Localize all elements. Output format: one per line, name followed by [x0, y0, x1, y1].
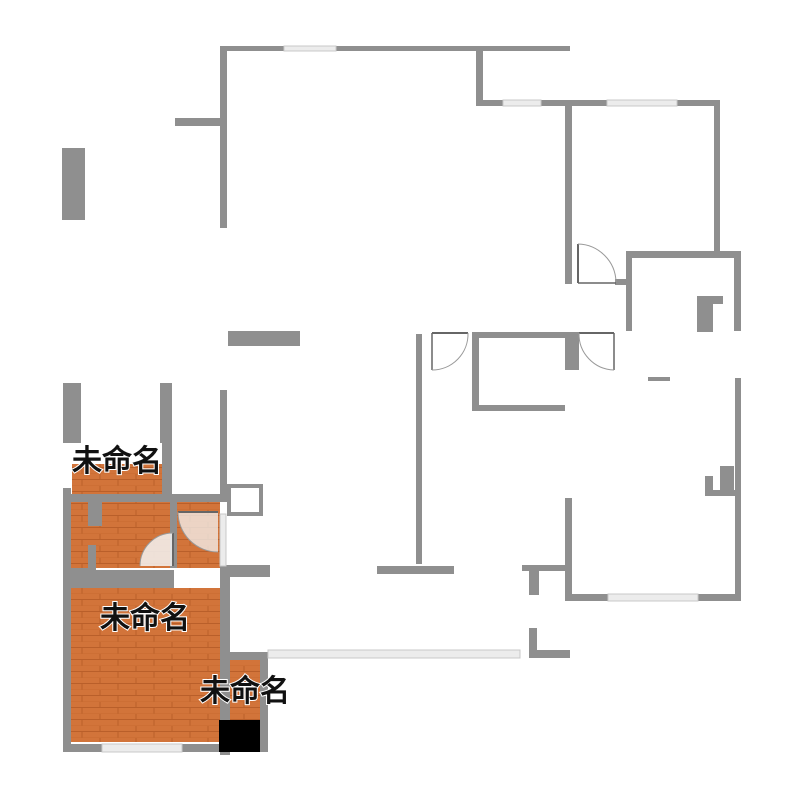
doors: [139, 243, 617, 567]
wall: [565, 498, 572, 600]
wall: [220, 46, 227, 228]
window: [283, 45, 337, 52]
wall: [63, 568, 95, 588]
wall: [162, 443, 172, 498]
wall: [522, 565, 572, 571]
wall: [63, 383, 81, 443]
wall: [472, 332, 567, 338]
window: [607, 593, 699, 602]
wall: [416, 334, 422, 564]
wall: [160, 383, 172, 443]
window: [101, 743, 183, 753]
wall: [476, 50, 483, 105]
wall: [472, 332, 479, 410]
window: [267, 649, 521, 659]
wall: [62, 148, 85, 220]
wall: [472, 405, 565, 411]
wall: [220, 390, 227, 488]
wall: [714, 100, 720, 252]
wall: [735, 378, 741, 600]
wall: [220, 46, 570, 51]
floor-small-room: [230, 660, 260, 720]
room-label: 未命名: [72, 444, 162, 479]
wall: [705, 476, 713, 496]
wall: [628, 251, 740, 258]
wall: [648, 377, 670, 381]
wall: [88, 570, 174, 588]
wall: [705, 490, 735, 496]
wall: [175, 118, 227, 126]
room-labels: 未命名 未命名 未命名: [71, 443, 291, 710]
room-label: 未命名: [100, 601, 190, 636]
wall: [529, 565, 539, 595]
room-label: 未命名: [200, 674, 290, 709]
wall: [220, 565, 270, 577]
window: [502, 99, 542, 107]
window: [219, 513, 227, 567]
wall: [476, 100, 719, 106]
wall: [720, 466, 734, 494]
wall: [63, 488, 71, 752]
wall: [626, 251, 632, 331]
wall: [697, 296, 713, 332]
wall: [88, 545, 96, 571]
door: [577, 243, 617, 284]
wall: [88, 500, 102, 526]
door: [177, 511, 219, 553]
wall: [734, 251, 741, 331]
closet-outline: [227, 484, 263, 516]
wall: [615, 279, 628, 285]
wall: [377, 566, 454, 574]
window: [606, 99, 678, 107]
floor-main-room: [67, 588, 220, 742]
door: [578, 332, 615, 371]
wall: [260, 652, 268, 752]
door: [139, 532, 174, 567]
wall: [220, 488, 230, 502]
black-fixture-block: [219, 720, 260, 752]
wall: [228, 652, 268, 660]
wall: [63, 494, 230, 502]
walls: [62, 46, 741, 755]
windows: [101, 45, 699, 753]
wall: [529, 650, 570, 658]
wall: [565, 332, 579, 370]
wall: [529, 628, 537, 658]
wall: [565, 106, 572, 284]
wall: [220, 565, 230, 755]
floor-top-room: [72, 464, 162, 494]
wall: [228, 331, 300, 346]
door: [431, 332, 469, 371]
